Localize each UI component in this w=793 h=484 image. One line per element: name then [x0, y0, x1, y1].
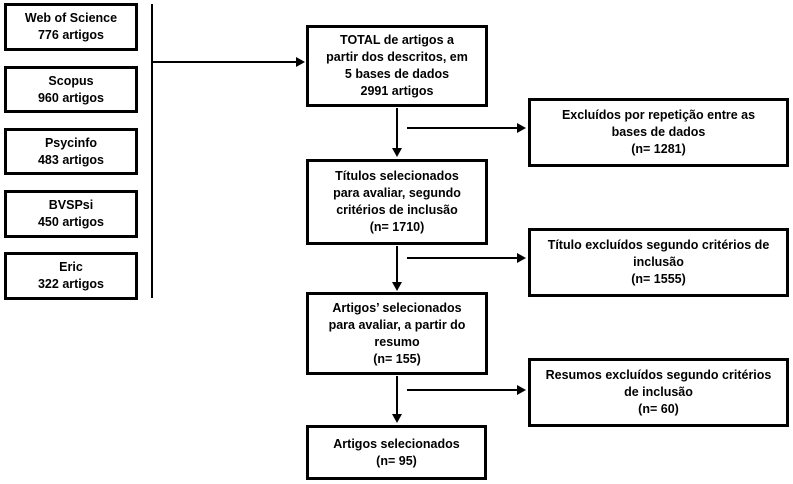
- total-to-titles-arrowhead-icon: [392, 148, 402, 157]
- exclusion-box-duplicates: Excluídos por repetição entre as bases d…: [528, 98, 789, 167]
- source-box-web-of-science: Web of Science 776 artigos: [4, 3, 138, 51]
- source-box-web-of-science-label: Web of Science 776 artigos: [24, 11, 118, 42]
- source-box-eric: Eric 322 artigos: [4, 252, 138, 300]
- flow-box-abstracts-selected-label: Artigos’ selecionados para avaliar, a pa…: [328, 300, 466, 366]
- exclusion-box-duplicates-label: Excluídos por repetição entre as bases d…: [561, 108, 756, 156]
- source-box-scopus: Scopus 960 artigos: [4, 66, 138, 113]
- abstracts-to-final-arrow-line: [396, 376, 398, 414]
- source-box-eric-label: Eric 322 artigos: [37, 260, 104, 291]
- source-box-bvspsi: BVSPsi 450 artigos: [4, 190, 138, 238]
- branch-to-duplicates-arrowhead-icon: [517, 123, 526, 133]
- exclusion-box-abstracts-excluded: Resumos excluídos segundo critérios de i…: [528, 358, 789, 427]
- flow-box-final-selected: Artigos selecionados (n= 95): [306, 425, 487, 480]
- total-to-titles-arrow-line: [396, 108, 398, 148]
- flow-box-titles-selected-label: Títulos selecionados para avaliar, segun…: [333, 169, 461, 234]
- source-box-psycinfo: Psycinfo 483 artigos: [4, 128, 138, 175]
- flow-box-abstracts-selected: Artigos’ selecionados para avaliar, a pa…: [306, 292, 488, 375]
- branch-to-titles-excluded-arrowhead-icon: [517, 253, 526, 263]
- exclusion-box-abstracts-excluded-label: Resumos excluídos segundo critérios de i…: [545, 368, 772, 416]
- branch-to-abstracts-excluded-arrowhead-icon: [517, 385, 526, 395]
- source-box-scopus-label: Scopus 960 artigos: [37, 73, 104, 105]
- exclusion-box-titles-excluded: Título excluídos segundo critérios de in…: [528, 228, 789, 297]
- flow-box-total: TOTAL de artigos a partir dos descritos,…: [306, 25, 488, 107]
- titles-to-abstracts-arrow-line: [396, 246, 398, 282]
- sources-to-total-arrow-line: [153, 61, 296, 63]
- flow-box-total-label: TOTAL de artigos a partir dos descritos,…: [326, 33, 468, 98]
- branch-to-titles-excluded-arrow-line: [407, 257, 517, 259]
- source-box-bvspsi-label: BVSPsi 450 artigos: [37, 198, 104, 229]
- flow-box-titles-selected: Títulos selecionados para avaliar, segun…: [306, 159, 488, 245]
- titles-to-abstracts-arrowhead-icon: [392, 282, 402, 291]
- source-box-psycinfo-label: Psycinfo 483 artigos: [37, 135, 104, 167]
- branch-to-abstracts-excluded-arrow-line: [407, 389, 517, 391]
- sources-collector-line: [151, 4, 153, 298]
- abstracts-to-final-arrowhead-icon: [392, 414, 402, 423]
- exclusion-box-titles-excluded-label: Título excluídos segundo critérios de in…: [547, 238, 770, 286]
- sources-to-total-arrowhead-icon: [296, 57, 305, 67]
- flow-box-final-selected-label: Artigos selecionados (n= 95): [333, 436, 460, 468]
- branch-to-duplicates-arrow-line: [407, 127, 517, 129]
